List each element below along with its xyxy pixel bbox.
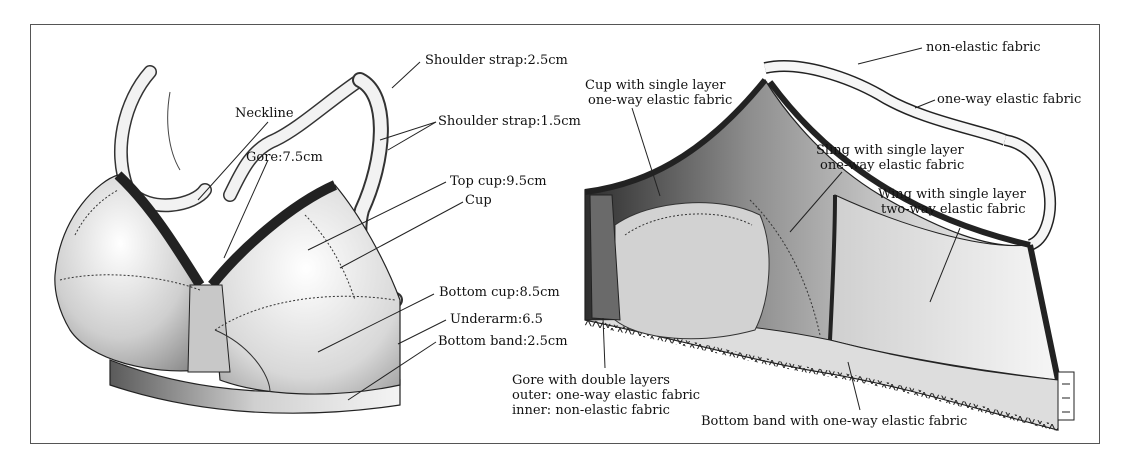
diagram-frame <box>30 24 1100 444</box>
label-gore-double-line2: outer: one-way elastic fabric <box>512 388 701 403</box>
label-wing-line1: Wing with single layer <box>878 187 1026 202</box>
label-gore-double-line1: Gore with double layers <box>512 373 670 388</box>
left-pointer-lines <box>197 61 464 401</box>
label-neckline: Neckline <box>235 106 294 121</box>
label-gore: Gore:7.5cm <box>246 150 323 165</box>
label-sling-line2: one-way elastic fabric <box>820 158 965 173</box>
label-gore-double-line3: inner: non-elastic fabric <box>512 403 670 418</box>
label-gore-double-layers: Gore with double layers outer: one-way e… <box>512 373 700 418</box>
label-bottom-band: Bottom band:2.5cm <box>438 334 568 349</box>
right-pointer-lines <box>602 47 961 411</box>
label-top-cup: Top cup:9.5cm <box>450 174 547 189</box>
label-bottom-band-fabric: Bottom band with one-way elastic fabric <box>701 414 968 429</box>
label-sling-single-layer: Sling with single layer one-way elastic … <box>816 143 964 173</box>
label-bottom-cup: Bottom cup:8.5cm <box>439 285 560 300</box>
label-cup-single-line2: one-way elastic fabric <box>588 93 733 108</box>
label-cup-single-layer: Cup with single layer one-way elastic fa… <box>585 78 732 108</box>
front-view-bra <box>54 65 403 414</box>
label-shoulder-strap-narrow: Shoulder strap:1.5cm <box>438 114 581 129</box>
label-non-elastic-fabric: non-elastic fabric <box>926 40 1041 55</box>
label-cup: Cup <box>465 193 492 208</box>
inside-view-bra <box>584 60 1075 431</box>
label-one-way-elastic-fabric: one-way elastic fabric <box>937 92 1082 107</box>
label-shoulder-strap-wide: Shoulder strap:2.5cm <box>425 53 568 68</box>
label-cup-single-line1: Cup with single layer <box>585 78 726 93</box>
label-wing-line2: two-way elastic fabric <box>881 202 1026 217</box>
label-wing-single-layer: Wing with single layer two-way elastic f… <box>878 187 1026 217</box>
label-sling-line1: Sling with single layer <box>816 143 964 158</box>
label-underarm: Underarm:6.5 <box>450 312 543 327</box>
